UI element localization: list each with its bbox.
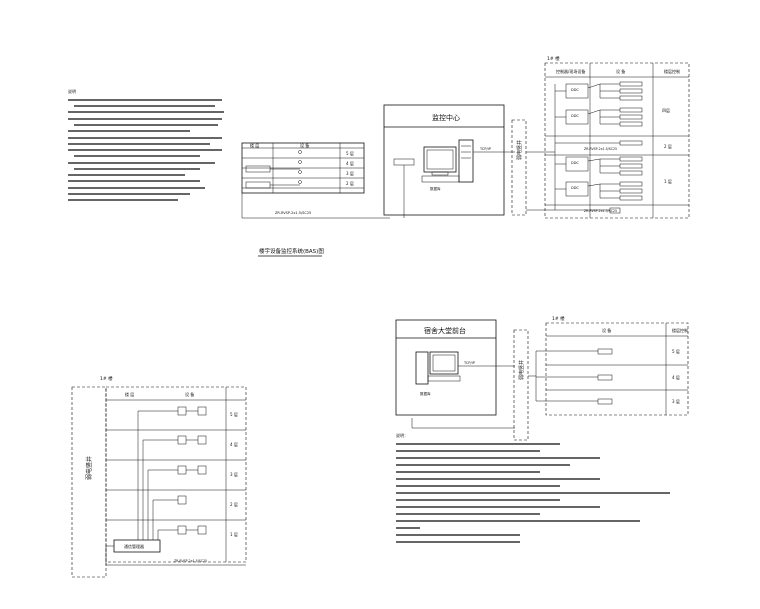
comm-manager-label: 通信管理器 (124, 543, 144, 549)
floor-label: 四层 (662, 107, 670, 113)
building-label: 1# 楼 (100, 375, 113, 382)
notes-block-bottom: 说明： (396, 432, 670, 543)
cable-label: ZR-RVSP-2x1.5/SC25 (174, 559, 207, 563)
floor-label: 5 层 (346, 150, 354, 156)
col-floor-header: 楼 层 (250, 142, 259, 148)
notes-block: 说明 (68, 88, 224, 201)
floor-label: 4 层 (672, 374, 680, 380)
floor-label: 1 层 (664, 178, 672, 184)
workstation-label: 数据库 (430, 186, 441, 191)
shaft-label: 弱电竖井 (518, 360, 525, 380)
shaft-label: 弱电竖井 (516, 140, 523, 160)
diagram-title: 楼宇设备监控系统(BAS)图 (259, 247, 324, 255)
floor-label: 2 层 (346, 180, 354, 186)
right-floor-table: 1# 楼 控制器/现场设备 设 备 楼层控制 DDC DDC DDC DDC (526, 55, 690, 219)
col-system-header: 楼层控制 (664, 68, 680, 74)
ddc-label: DDC (571, 161, 579, 165)
floor-label: 3 层 (230, 471, 238, 477)
cable-label: ZR-RVSP-2x1.5/SC25 (275, 211, 311, 215)
front-desk: 宿舍大堂前台 数据库 TCP/IP (395, 319, 515, 429)
frontdesk-workstation-label: 数据库 (420, 391, 431, 396)
ddc-label: DDC (571, 114, 579, 118)
top-floor-table: 楼 层 设 备 5 层 4 层 3 层 2 层 ZR-RVSP-2x1.5/SC… (241, 142, 390, 219)
bottom-right-floor-table: 1# 楼 设 备 楼层控制 5 层 4 层 3 层 (528, 315, 689, 416)
front-desk-title: 宿舍大堂前台 (424, 326, 466, 335)
vertical-shaft-top: 弱电竖井 (511, 119, 527, 216)
ddc-label: DDC (571, 88, 579, 92)
notes-heading: 说明： (396, 432, 408, 438)
col-ddc-header: 控制器/现场设备 (556, 68, 585, 74)
bottom-left-floor-table: 1# 楼 弱电竖井 楼 层 设 备 5 层 4 层 3 层 2 层 1 层 (71, 375, 247, 578)
floor-label: 5 层 (672, 348, 680, 354)
floor-label: 1 层 (230, 531, 238, 537)
cable-label: ZR-RVSP-2x1.5/SC25 (584, 147, 617, 151)
floor-label: 3 层 (672, 398, 680, 404)
floor-label: 2 层 (664, 143, 672, 149)
floor-label: 5 层 (230, 411, 238, 417)
col-system-header: 楼层控制 (672, 327, 688, 333)
network-label: TCP/IP (479, 147, 491, 151)
ddc-label: DDC (571, 186, 579, 190)
col-devices-header: 设 备 (300, 142, 309, 148)
network-label: TCP/IP (463, 361, 475, 365)
col-devices-header-right: 设 备 (616, 68, 625, 74)
notes-heading: 说明 (68, 88, 76, 94)
vertical-shaft-bottom: 弱电竖井 (513, 329, 529, 441)
shaft-label: 弱电竖井 (85, 456, 93, 480)
col-devices-header: 设 备 (602, 327, 611, 333)
control-room-title: 监控中心 (432, 113, 460, 122)
col-floor-header: 楼 层 (125, 391, 134, 397)
col-devices-header: 设 备 (185, 391, 194, 397)
floor-label: 2 层 (230, 501, 238, 507)
building-label: 1# 楼 (552, 315, 565, 322)
control-room: 监控中心 数据库 TCP/IP (383, 104, 515, 218)
building-label: 1# 楼 (547, 55, 560, 62)
floor-label: 3 层 (346, 170, 354, 176)
floor-label: 4 层 (230, 441, 238, 447)
floor-label: 4 层 (346, 160, 354, 166)
cable-label: ZR-RVSP-2x1.5/SC25 (584, 209, 617, 213)
